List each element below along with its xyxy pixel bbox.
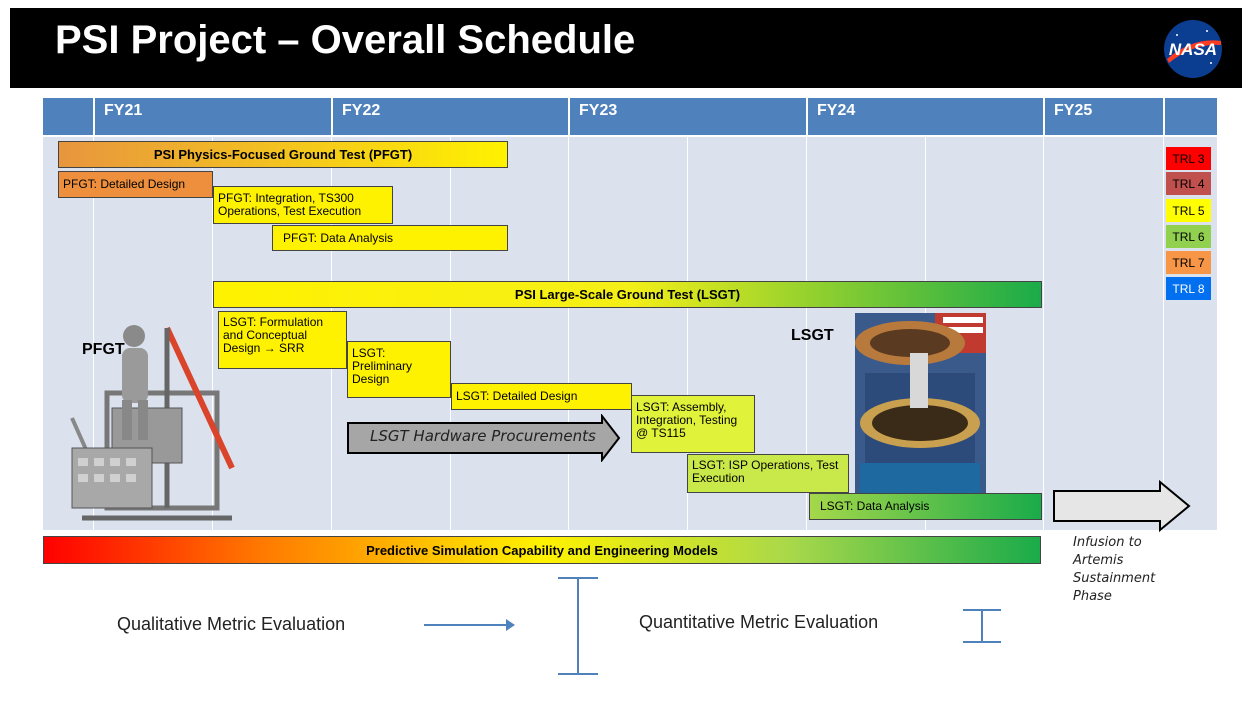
lsgt-detailed-design-bar: LSGT: Detailed Design [451,383,632,410]
grid-line [1163,137,1164,530]
fy-label: FY23 [579,102,618,119]
quantitative-range-marker [963,609,1001,643]
lsgt-hardware-label: LSGT Hardware Procurements [370,427,596,445]
infusion-note-line: Infusion to [1073,535,1142,550]
fy-label: FY24 [817,102,856,119]
trl-legend-item: TRL 5 [1166,199,1211,222]
infusion-note-line: Sustainment [1073,571,1156,586]
fy-label: FY22 [342,102,381,119]
grid-line [568,137,569,530]
fy-divider [331,98,333,135]
fiscal-year-header [43,98,1217,135]
grid-line [687,137,688,530]
grid-line [212,137,213,530]
lsgt-main-bar: PSI Large-Scale Ground Test (LSGT) [213,281,1042,308]
lsgt-data-analysis-bar: LSGT: Data Analysis [809,493,1042,520]
infusion-note-line: Phase [1073,589,1112,604]
qualitative-metric-label: Qualitative Metric Evaluation [117,614,346,634]
page-title: PSI Project – Overall Schedule [55,18,636,62]
grid-line [450,137,451,530]
qualitative-range-marker [558,577,598,675]
grid-line [806,137,807,530]
trl-legend-item: TRL 6 [1166,225,1211,248]
trl-legend-item: TRL 4 [1166,172,1211,195]
trl-legend-item: TRL 3 [1166,147,1211,170]
pfgt-main-bar: PSI Physics-Focused Ground Test (PFGT) [58,141,508,168]
fy-divider [93,98,95,135]
fy-divider [806,98,808,135]
trl-legend-item: TRL 7 [1166,251,1211,274]
pfgt-detailed-design-bar: PFGT: Detailed Design [58,171,213,198]
pfgt-hardware-image [70,325,235,521]
grid-line [93,137,94,530]
infusion-note-line: Artemis [1073,553,1124,568]
nasa-logo-text: NASA [1169,40,1217,59]
lsgt-preliminary-bar: LSGT: Preliminary Design [347,341,451,398]
fy-label: FY21 [104,102,143,119]
title-bar [10,8,1242,88]
fy-divider [568,98,570,135]
fy-divider [1043,98,1045,135]
fy-divider [1163,98,1165,135]
trl-legend-item: TRL 8 [1166,277,1211,300]
pfgt-data-analysis-bar: PFGT: Data Analysis [272,225,508,251]
lsgt-hardware-arrow [347,414,621,462]
arrow-right-icon [424,619,515,631]
infusion-note: Infusion to Artemis Sustainment Phase [1073,534,1155,606]
quantitative-metric-label: Quantitative Metric Evaluation [639,612,879,632]
predictive-simulation-bar: Predictive Simulation Capability and Eng… [43,536,1041,564]
fy-label: FY25 [1054,102,1093,119]
infusion-arrow [1053,480,1191,532]
lsgt-image-label: LSGT [791,327,834,344]
lsgt-chamber-photo [855,313,986,493]
pfgt-image-label: PFGT [82,341,125,358]
lsgt-assembly-bar: LSGT: Assembly, Integration, Testing @ T… [631,395,755,453]
lsgt-formulation-bar: LSGT: Formulation and Conceptual Design … [218,311,347,369]
pfgt-integration-bar: PFGT: Integration, TS300 Operations, Tes… [213,186,393,224]
grid-line [1043,137,1044,530]
nasa-logo: NASA [1164,20,1222,78]
lsgt-isp-operations-bar: LSGT: ISP Operations, Test Execution [687,454,849,493]
